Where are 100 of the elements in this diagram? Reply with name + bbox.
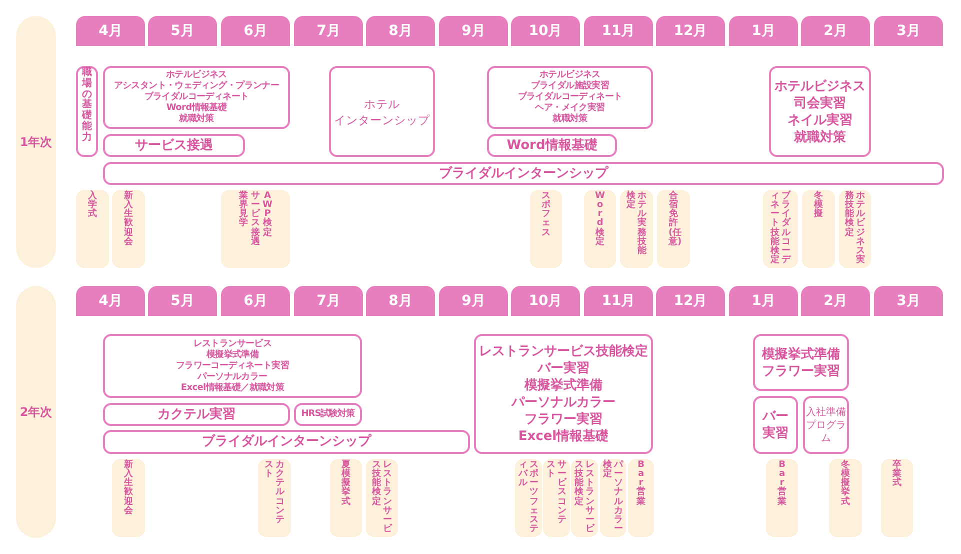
course-box [753, 396, 798, 454]
course-text: 就職対策 [179, 114, 214, 125]
month-tab [584, 16, 653, 46]
month-label: 2月 [824, 22, 848, 40]
month-label: 11月 [602, 292, 636, 310]
month-tab [439, 16, 508, 46]
course-text: ブライダルコーディネート [144, 92, 249, 102]
month-tab [221, 16, 290, 46]
event-tag [802, 190, 835, 268]
month-tab [729, 16, 798, 46]
event-text: レストランサービス技能検定 [372, 460, 392, 536]
month-tab [148, 286, 217, 316]
event-tag [221, 190, 290, 268]
year-band [16, 286, 56, 538]
month-tab [221, 286, 290, 316]
course-box [103, 403, 290, 426]
course-box [103, 134, 245, 157]
month-label: 12月 [674, 292, 708, 310]
month-label: 5月 [170, 292, 194, 310]
course-text: Word情報基礎 [166, 103, 227, 113]
course-text: ホテルビジネス [774, 78, 866, 94]
course-text: パーソナルカラー [198, 372, 268, 382]
course-text: サービス接遇 [135, 140, 213, 152]
course-box [769, 66, 871, 157]
course-box [103, 162, 944, 185]
course-text: Excel情報基礎／就職対策 [180, 382, 284, 394]
month-label: 8月 [388, 22, 412, 40]
month-label: 9月 [462, 292, 486, 310]
course-text: 職場の基礎能力 [82, 68, 92, 145]
course-box [803, 396, 849, 454]
event-text: AWP検定 [262, 192, 272, 240]
event-tag [330, 459, 362, 537]
month-tab [801, 286, 870, 316]
month-label: 10月 [528, 22, 562, 40]
event-tag [628, 459, 654, 537]
month-label: 8月 [388, 292, 412, 310]
month-label: 1月 [752, 292, 776, 310]
course-box [103, 66, 290, 129]
month-tab [294, 16, 363, 46]
event-tag [112, 459, 145, 537]
event-text: レストランサービス技能検定 [574, 460, 595, 536]
course-text: アシスタント・ウェディング・プランナー [114, 81, 280, 91]
course-text: フラワーコーディネート実習 [176, 360, 290, 372]
year-label: 1年次 [20, 134, 52, 150]
event-text: Bar営業 [636, 460, 646, 509]
event-text: ホテルビジネス実務技能検定 [844, 192, 866, 266]
month-tab [76, 16, 145, 46]
course-text: バー実習 [761, 408, 790, 442]
course-text: 入社準備プログラム [806, 406, 846, 444]
event-text: 冬模擬挙式 [840, 460, 850, 509]
event-tag [657, 190, 690, 268]
month-label: 10月 [528, 292, 562, 310]
event-tag [881, 459, 913, 537]
course-box [487, 66, 653, 129]
event-text: 冬模擬 [814, 192, 824, 222]
month-tab [584, 286, 653, 316]
course-text: パーソナルカラー [512, 394, 616, 411]
course-text: フラワー実習 [524, 411, 602, 428]
event-text: Bar営業 [777, 460, 787, 509]
month-tab [76, 286, 145, 316]
event-text: Word検定 [595, 192, 605, 249]
course-box [474, 334, 653, 454]
month-tab [874, 16, 943, 46]
event-text: 新入生歓迎会 [124, 460, 134, 518]
month-label: 6月 [244, 292, 268, 310]
course-text: インターンシップ [334, 112, 430, 128]
event-tag [112, 190, 145, 268]
event-text: 夏模擬挙式 [341, 460, 351, 509]
event-text: ホテル実務技能検定 [626, 192, 647, 258]
event-text: カクテルコンテスト [264, 460, 285, 527]
month-label: 4月 [98, 292, 122, 310]
event-text: サービス接遇 [250, 192, 260, 249]
course-text: ブライダルコーディネート [518, 92, 622, 102]
month-tab [874, 286, 943, 316]
course-box [294, 403, 362, 426]
course-text: 就職対策 [794, 128, 846, 146]
course-box [753, 334, 849, 391]
month-label: 7月 [316, 22, 340, 40]
course-box [76, 66, 98, 157]
course-text: ホテルビジネス [166, 70, 227, 80]
course-text: ブライダル施設実習 [530, 81, 610, 92]
year-band [16, 16, 56, 268]
course-text: バー実習 [538, 360, 590, 377]
course-text: ホテル [364, 96, 400, 112]
event-tag [76, 190, 109, 268]
course-text: レストランサービス技能検定 [479, 343, 648, 360]
month-tab [511, 286, 580, 316]
event-tag [839, 190, 871, 268]
month-label: 12月 [674, 22, 708, 40]
month-label: 5月 [170, 22, 194, 40]
course-text: Word情報基礎 [506, 140, 598, 152]
month-tab [366, 286, 435, 316]
event-tag [366, 459, 398, 537]
year-label: 2年次 [20, 404, 52, 420]
event-text: スポーツフェスティバル [518, 460, 539, 536]
month-label: 11月 [602, 22, 636, 40]
course-text: フラワー実習 [762, 362, 840, 380]
event-tag [543, 459, 570, 537]
event-tag [620, 190, 653, 268]
course-text: Excel情報基礎 [518, 428, 609, 445]
